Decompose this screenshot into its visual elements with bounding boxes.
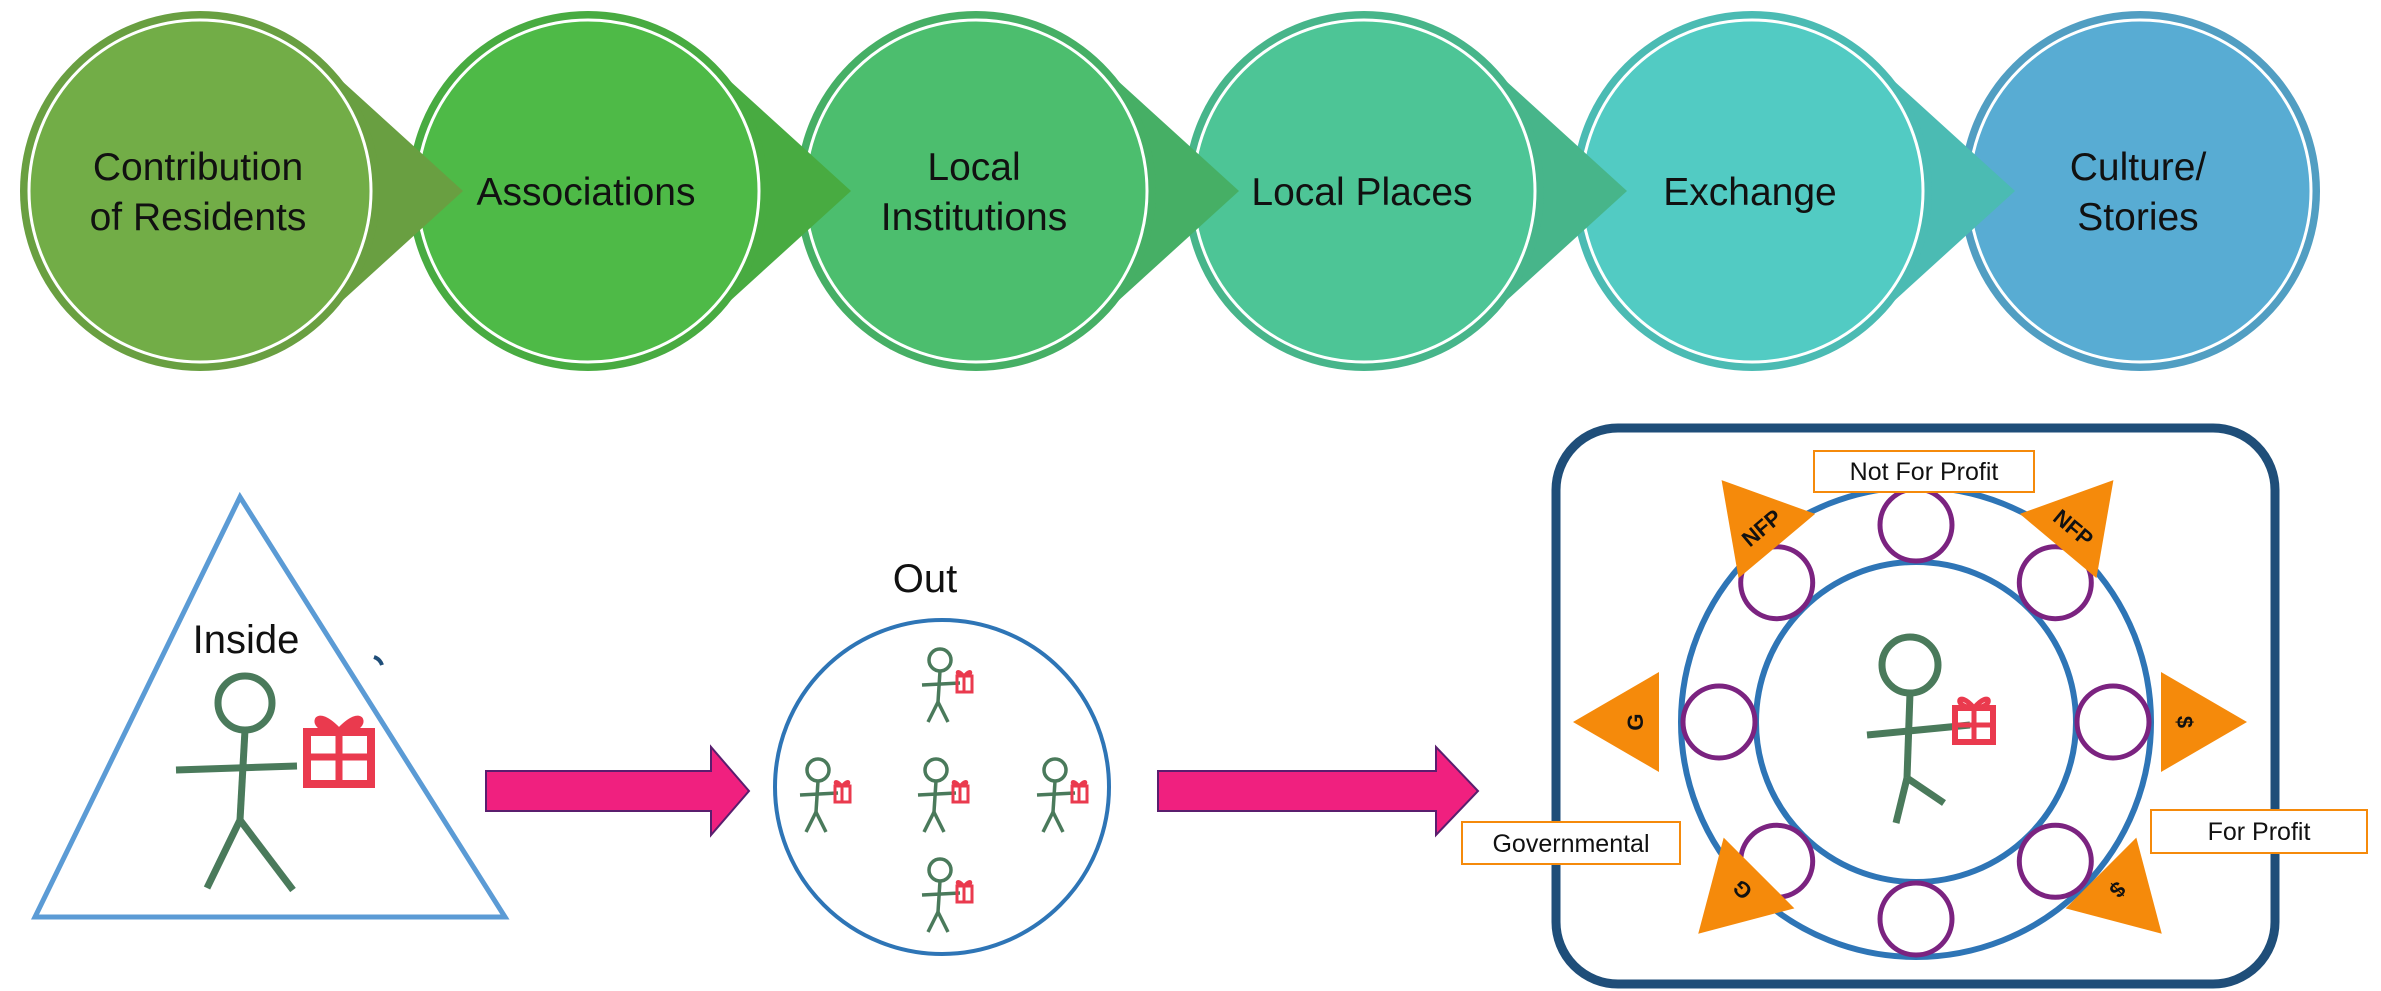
process-step: Exchange [1572,11,2015,371]
map-node [2074,683,2152,761]
step-label: Institutions [881,196,1067,239]
gift-icon [833,780,852,804]
stick-figure-icon [920,857,974,934]
process-step: Contribution of Residents [20,11,463,371]
map-node [1877,880,1955,958]
orange-triangle-marker: G [1698,837,1795,934]
right-arrow-icon [1157,744,1480,838]
step-label: Stories [2077,196,2198,239]
out-label: Out [893,557,957,601]
map-frame [1551,423,2280,989]
out-figures [798,647,1089,934]
governmental-label: Governmental [1492,830,1649,858]
right-arrow-icon [485,744,751,838]
stick-figure-icon [920,647,974,724]
step-inner-circle [1967,18,2313,364]
marker-label: G [1623,713,1648,730]
process-step: Associations [408,11,851,371]
inside-section: Inside [30,491,510,920]
marker-label: $ [2172,716,2197,728]
map-node [2016,822,2094,900]
small-blue-mark [373,655,384,666]
step-label: Local [927,146,1020,189]
out-section: Out [773,557,1111,956]
not-for-profit-box: Not For Profit [1813,450,2035,493]
gift-icon [1952,696,1996,745]
step-label: Culture/ [2070,146,2207,189]
community-map: NFP NFP $ $ G G Not For Profit For Profit Gov… [1461,423,2368,989]
orange-triangle-marker: $ [2065,837,2162,934]
inside-stick-figure [175,672,298,893]
step-label: Local Places [1251,171,1472,214]
step-label: Contribution [93,146,303,189]
map-node [1680,683,1758,761]
step-inner-circle [27,18,373,364]
gift-icon [1070,780,1089,804]
step-label: of Residents [90,196,307,239]
orange-triangle-marker: NFP [2019,480,2114,579]
orange-triangle-marker: G [1573,672,1659,772]
stick-figure-icon [1035,757,1089,834]
inside-label: Inside [193,618,300,662]
gift-icon [955,670,974,694]
inside-triangle [30,491,510,920]
stick-figure-icon [916,757,970,834]
for-profit-box: For Profit [2150,809,2368,854]
gift-icon [955,880,974,904]
out-circle [773,618,1111,956]
step-label: Exchange [1663,171,1836,214]
not-for-profit-label: Not For Profit [1850,458,1999,486]
map-node [1877,486,1955,564]
orange-triangle-marker: NFP [1721,480,1816,579]
gift-icon [951,780,970,804]
orange-triangle-marker: $ [2161,672,2247,772]
map-node [2016,544,2094,622]
for-profit-label: For Profit [2208,818,2311,846]
map-markers: NFP NFP $ $ G G [1573,480,2247,934]
stick-figure-icon [798,757,852,834]
inner-ring [1753,559,2079,885]
process-step: Culture/Stories [1960,11,2320,371]
map-nodes [1680,486,2152,958]
map-node [1738,544,1816,622]
governmental-box: Governmental [1461,821,1681,865]
gift-icon [303,715,375,788]
process-chain: Culture/Stories Exchange Local Places Local… [20,11,2320,371]
process-step: Local Places [1184,11,1627,371]
step-label: Associations [477,171,696,214]
step-inner-circle [803,18,1149,364]
